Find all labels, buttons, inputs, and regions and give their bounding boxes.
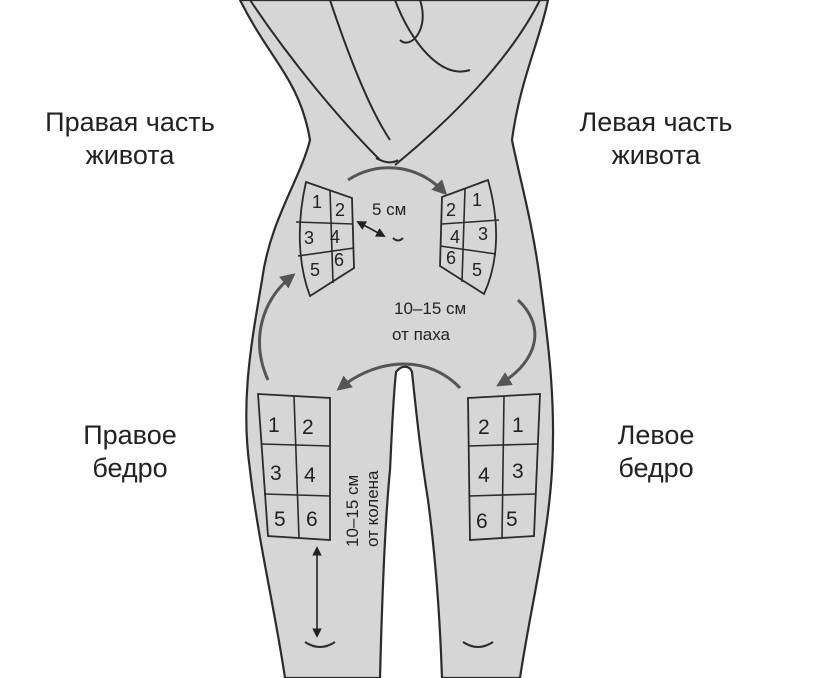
zone-number: 4 [478, 464, 490, 487]
navel-distance-label: 5 см [372, 200, 406, 219]
right-thigh-label-2: бедро [92, 453, 167, 483]
zone-number: 4 [304, 464, 316, 487]
zone-number: 6 [306, 508, 318, 531]
zone-number: 3 [478, 224, 488, 244]
zone-number: 1 [312, 192, 322, 212]
zone-number: 2 [335, 200, 345, 220]
zone-number: 5 [472, 260, 482, 280]
left-abdomen-label-2: живота [612, 140, 702, 170]
zone-number: 1 [472, 190, 482, 210]
zone-number: 1 [268, 414, 280, 437]
zone-number: 2 [446, 200, 456, 220]
knee-distance-label-2: от колена [363, 470, 382, 547]
zone-number: 5 [310, 260, 320, 280]
groin-distance-label-2: от паха [392, 325, 451, 344]
zone-number: 5 [506, 508, 518, 531]
zone-number: 4 [450, 227, 460, 247]
zone-number: 6 [334, 250, 344, 270]
left-thigh-label-1: Левое [618, 420, 695, 450]
groin-distance-label-1: 10–15 см [394, 299, 466, 318]
zone-number: 4 [330, 227, 340, 247]
zone-number: 2 [302, 416, 314, 439]
right-thigh-label-1: Правое [83, 420, 177, 450]
left-abdomen-label-1: Левая часть [580, 107, 733, 137]
right-thigh-zones: 1 2 3 4 5 6 [258, 394, 330, 540]
zone-number: 5 [274, 508, 286, 531]
zone-number: 2 [478, 416, 490, 439]
left-thigh-label-2: бедро [618, 453, 693, 483]
zone-number: 6 [446, 248, 456, 268]
right-abdomen-label-2: живота [86, 140, 176, 170]
zone-number: 6 [476, 510, 488, 533]
zone-number: 3 [512, 460, 524, 483]
knee-distance-label-group: 10–15 см от колена [343, 470, 382, 547]
knee-distance-label-1: 10–15 см [343, 475, 362, 547]
zone-number: 3 [270, 462, 282, 485]
right-abdomen-label-1: Правая часть [45, 107, 215, 137]
zone-number: 3 [304, 228, 314, 248]
zone-number: 1 [512, 414, 524, 437]
left-thigh-zones: 2 1 4 3 6 5 [468, 394, 540, 540]
